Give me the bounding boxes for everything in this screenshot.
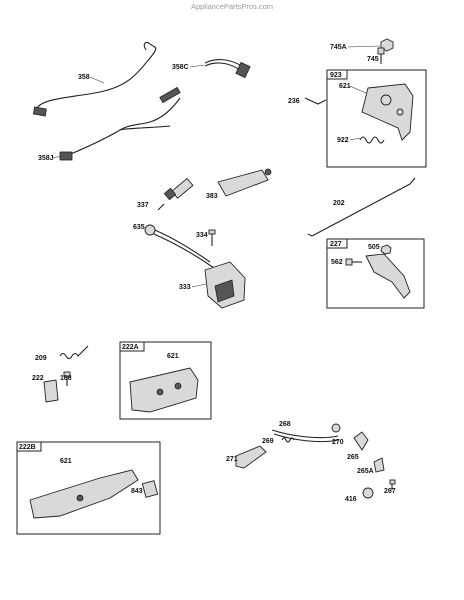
part-383-boot[interactable] — [217, 168, 272, 197]
part-222B-bracket[interactable] — [29, 469, 139, 519]
part-358C-connector-wire[interactable] — [204, 59, 251, 79]
box-227-control-lever: 227 505 562 — [326, 238, 425, 309]
label-222B: 222B — [19, 444, 36, 451]
label-383: 383 — [206, 193, 218, 200]
part-505-nut[interactable] — [380, 244, 392, 255]
part-222-bracket[interactable] — [43, 379, 59, 403]
label-358J: 358J — [38, 155, 54, 162]
part-922-spring[interactable] — [359, 136, 385, 144]
label-267: 267 — [384, 488, 396, 495]
part-265A-bracket[interactable] — [373, 457, 385, 473]
box-923-governor-assembly: 923 621 922 — [326, 69, 427, 168]
part-265-bracket[interactable] — [353, 431, 369, 451]
label-621-box222A: 621 — [167, 353, 179, 360]
part-562-bolt[interactable] — [345, 258, 362, 266]
label-227: 227 — [330, 241, 342, 248]
label-745: 745 — [367, 56, 379, 63]
part-745-screw[interactable] — [377, 47, 385, 64]
part-337-spark-plug[interactable] — [157, 177, 194, 211]
label-236: 236 — [288, 98, 300, 105]
part-209-spring[interactable] — [59, 345, 89, 360]
part-358J-wire[interactable] — [59, 86, 181, 161]
label-922: 922 — [337, 137, 349, 144]
label-505: 505 — [368, 244, 380, 251]
part-333-ignition-armature[interactable] — [144, 224, 246, 309]
label-209: 209 — [35, 355, 47, 362]
label-358: 358 — [78, 74, 90, 81]
label-222: 222 — [32, 375, 44, 382]
part-334-screw[interactable] — [208, 229, 216, 246]
label-271: 271 — [226, 456, 238, 463]
label-416: 416 — [345, 496, 357, 503]
part-923-bracket[interactable] — [361, 83, 414, 141]
label-270: 270 — [332, 439, 344, 446]
label-745A: 745A — [330, 44, 347, 51]
label-843: 843 — [131, 488, 143, 495]
part-416-clip[interactable] — [362, 487, 374, 499]
label-562: 562 — [331, 259, 343, 266]
label-621-box222B: 621 — [60, 458, 72, 465]
label-222A: 222A — [122, 344, 139, 351]
part-268-cable[interactable] — [271, 429, 339, 443]
label-202: 202 — [333, 200, 345, 207]
label-268: 268 — [279, 421, 291, 428]
label-188: 188 — [60, 375, 72, 382]
watermark: AppliancePartsPros.com — [191, 2, 273, 11]
label-265A: 265A — [357, 468, 374, 475]
box-222B-control-bracket: 222B 621 843 — [16, 441, 161, 535]
label-333: 333 — [179, 284, 191, 291]
label-923: 923 — [330, 72, 342, 79]
part-270-washer[interactable] — [331, 423, 341, 433]
label-337: 337 — [137, 202, 149, 209]
part-358-wire-harness[interactable] — [32, 41, 157, 117]
label-265: 265 — [347, 454, 359, 461]
part-843-plate[interactable] — [141, 480, 159, 498]
label-269: 269 — [262, 438, 274, 445]
part-188-screw[interactable] — [63, 371, 71, 386]
part-271-lever[interactable] — [235, 445, 267, 469]
part-222A-bracket[interactable] — [129, 367, 199, 413]
label-358C: 358C — [172, 64, 189, 71]
part-267-screw[interactable] — [389, 479, 396, 490]
label-621-box923: 621 — [339, 83, 351, 90]
part-236-link[interactable] — [304, 97, 327, 105]
part-202-link-rod[interactable] — [307, 177, 416, 237]
box-222A-control-bracket: 222A 621 — [119, 341, 212, 420]
part-269-spring[interactable] — [281, 437, 295, 443]
label-635: 635 — [133, 224, 145, 231]
part-227-lever[interactable] — [365, 253, 411, 299]
label-334: 334 — [196, 232, 208, 239]
